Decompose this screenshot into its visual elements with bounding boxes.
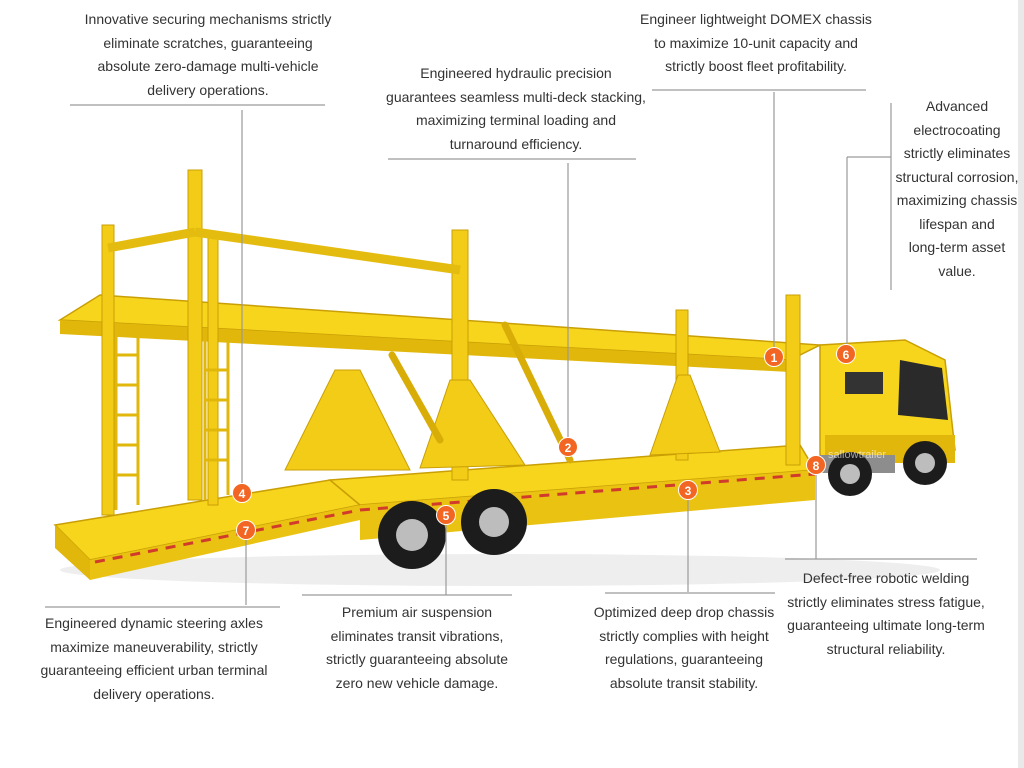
callout-line: Optimized deep drop chassis (593, 604, 775, 620)
callout-line: Engineered hydraulic precision (420, 65, 612, 81)
callout-line: Engineered dynamic steering axles (45, 615, 263, 631)
callout-line: long-term asset (908, 239, 1006, 255)
callout-line: Innovative securing mechanisms strictly (84, 11, 332, 27)
upper-side-rail (107, 227, 461, 275)
callout-line: value. (938, 262, 976, 279)
callout-line: Engineer lightweight DOMEX chassis (640, 11, 872, 27)
callout-line: strictly eliminates (903, 145, 1011, 161)
callout-line: absolute zero-damage multi-vehicle (97, 58, 319, 74)
callout-line: strictly complies with height (599, 627, 769, 644)
callout-line: maximizing chassis (896, 192, 1018, 208)
callout-domex-chassis: Engineer lightweight DOMEX chassis to ma… (628, 8, 884, 79)
marker-8: 8 (806, 455, 826, 475)
callout-robotic-welding: Defect-free robotic welding strictly eli… (778, 567, 994, 661)
marker-5: 5 (436, 505, 456, 525)
callout-line: Advanced (925, 98, 989, 114)
callout-securing-mechanisms: Innovative securing mechanisms strictly … (70, 8, 346, 102)
ground-shadow (60, 554, 940, 586)
callout-line: lifespan and (919, 215, 995, 232)
marker-6: 6 (836, 344, 856, 364)
callout-line: maximizing terminal loading and (416, 112, 616, 128)
callout-line: strictly boost fleet profitability. (665, 58, 847, 74)
marker-7: 7 (236, 520, 256, 540)
callout-line: eliminate scratches, guaranteeing (103, 34, 313, 51)
callout-line: zero new vehicle damage. (335, 674, 499, 691)
leader-lines (45, 89, 977, 608)
marker-1: 1 (764, 347, 784, 367)
marker-4: 4 (232, 483, 252, 503)
marker-2: 2 (558, 437, 578, 457)
watermark: sallowtrailer (828, 449, 886, 461)
ladders (114, 330, 230, 510)
callout-line: electrocoating (913, 121, 1001, 138)
callout-line: guaranteeing ultimate long-term (787, 617, 985, 633)
callout-line: regulations, guaranteeing (604, 651, 763, 667)
callout-line: maximize maneuverability, strictly (50, 638, 258, 655)
gusset-plates (284, 369, 721, 471)
callout-line: structural reliability. (826, 640, 946, 657)
callout-line: Defect-free robotic welding (802, 570, 970, 586)
callout-line: delivery operations. (93, 685, 215, 702)
callout-line: eliminates transit vibrations, (330, 627, 504, 644)
hydraulic-cylinders (388, 321, 574, 464)
truck-wheels (828, 441, 947, 496)
trailer-wheels (378, 489, 527, 569)
upper-deck (57, 294, 823, 372)
callout-line: delivery operations. (147, 81, 269, 98)
callout-line: absolute transit stability. (609, 674, 759, 691)
callout-electrocoating: Advanced electrocoating strictly elimina… (892, 95, 1022, 283)
callout-steering-axles: Engineered dynamic steering axles maximi… (28, 612, 280, 706)
callout-air-suspension: Premium air suspension eliminates transi… (302, 601, 532, 695)
callout-line: strictly guaranteeing absolute (325, 651, 509, 667)
callout-deep-drop-chassis: Optimized deep drop chassis strictly com… (585, 601, 783, 695)
callout-line: to maximize 10-unit capacity and (654, 34, 858, 51)
callout-line: guaranteeing efficient urban terminal (40, 662, 268, 678)
marker-3: 3 (678, 480, 698, 500)
right-border-strip (1018, 0, 1024, 768)
callout-line: strictly eliminates stress fatigue, (787, 593, 985, 610)
callout-hydraulic-precision: Engineered hydraulic precision guarantee… (378, 62, 654, 156)
callout-line: guarantees seamless multi-deck stacking, (386, 88, 646, 105)
callout-line: structural corrosion, (895, 168, 1019, 185)
callout-line: turnaround efficiency. (449, 135, 583, 152)
callout-line: Premium air suspension (341, 604, 493, 620)
